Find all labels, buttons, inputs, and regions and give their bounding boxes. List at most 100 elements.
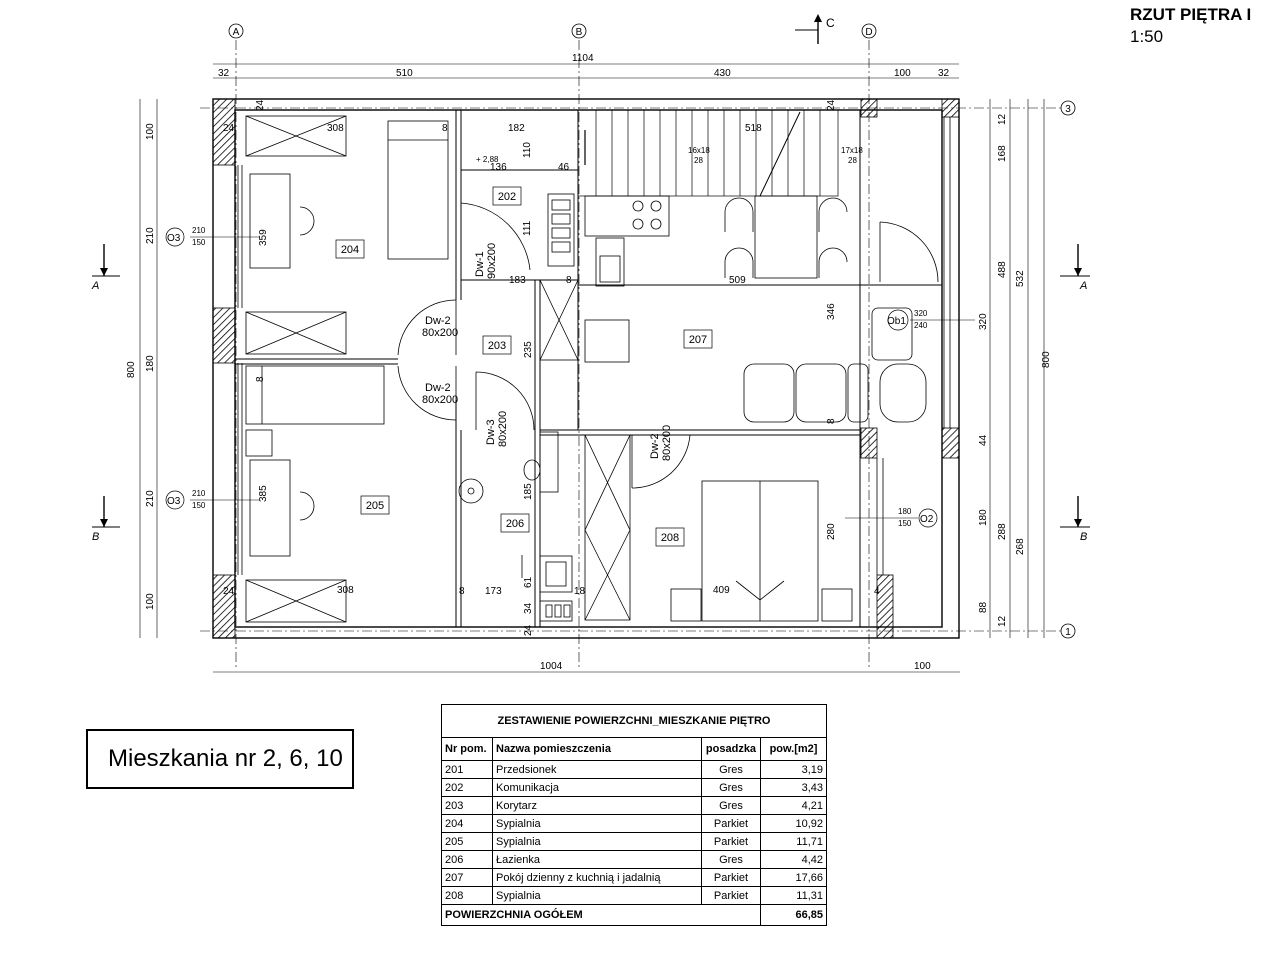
svg-text:32: 32: [938, 68, 950, 79]
cell-room-name: Sypialnia: [492, 814, 702, 833]
cell-area: 10,92: [760, 814, 827, 833]
svg-text:800: 800: [126, 361, 137, 378]
svg-text:46: 46: [558, 162, 570, 173]
svg-text:210: 210: [192, 489, 206, 498]
svg-text:O3: O3: [167, 496, 181, 507]
svg-text:B: B: [92, 531, 99, 543]
svg-text:34: 34: [523, 602, 534, 614]
cell-room-no: 205: [441, 832, 493, 851]
cell-room-no: 206: [441, 850, 493, 869]
cell-room-name: Pokój dzienny z kuchnią i jadalnią: [492, 868, 702, 887]
svg-text:80x200: 80x200: [422, 327, 458, 339]
cell-area: 11,31: [760, 886, 827, 905]
cell-room-no: 203: [441, 796, 493, 815]
svg-text:17x18: 17x18: [841, 146, 863, 155]
table-title-row: ZESTAWIENIE POWIERZCHNI_MIESZKANIE PIĘTR…: [441, 704, 827, 738]
svg-text:268: 268: [1015, 538, 1026, 555]
svg-text:24: 24: [223, 586, 235, 597]
cell-flooring: Parkiet: [701, 868, 761, 887]
svg-text:136: 136: [490, 162, 507, 173]
svg-text:280: 280: [826, 523, 837, 540]
cell-room-name: Łazienka: [492, 850, 702, 869]
door-labels: Dw-1 90x200 Dw-2 80x200 Dw-2 80x200 Dw-3…: [422, 243, 673, 461]
dimension-labels: 1104 32 510 430 100 32 1004 100 800 100 …: [126, 53, 1052, 672]
cell-room-name: Sypialnia: [492, 886, 702, 905]
room-tags: 202 204 203 207 205 206 208: [335, 186, 713, 547]
svg-text:180: 180: [898, 507, 912, 516]
drawing-title-main: RZUT PIĘTRA I: [1130, 5, 1252, 24]
staircase: [577, 109, 839, 197]
cell-flooring: Parkiet: [701, 814, 761, 833]
cell-flooring: Gres: [701, 760, 761, 779]
cell-room-name: Korytarz: [492, 796, 702, 815]
svg-text:385: 385: [258, 485, 269, 502]
svg-text:308: 308: [337, 585, 354, 596]
svg-text:150: 150: [192, 501, 206, 510]
svg-text:110: 110: [522, 142, 533, 158]
apartment-units-text: Mieszkania nr 2, 6, 10: [108, 745, 343, 772]
header-room-name: Nazwa pomieszczenia: [492, 737, 702, 761]
svg-text:185: 185: [523, 483, 534, 500]
svg-text:Dw-2: Dw-2: [425, 315, 451, 327]
cell-area: 4,21: [760, 796, 827, 815]
svg-text:150: 150: [898, 519, 912, 528]
svg-text:88: 88: [978, 601, 989, 613]
svg-text:24: 24: [255, 99, 266, 111]
svg-text:510: 510: [396, 68, 413, 79]
interior-walls: [235, 110, 942, 627]
svg-text:8: 8: [442, 123, 448, 134]
outer-walls: [212, 98, 960, 639]
svg-text:24: 24: [826, 99, 837, 111]
svg-text:150: 150: [192, 238, 206, 247]
svg-text:Dw-1: Dw-1: [474, 251, 486, 277]
door-swings: [397, 202, 939, 489]
window-labels: O3 210 150 O3 210 150 Ob1 320 240 O2 180…: [165, 226, 975, 528]
svg-text:409: 409: [713, 585, 730, 596]
section-c-marker: C: [795, 14, 835, 44]
svg-text:320: 320: [914, 309, 928, 318]
header-flooring: posadzka: [701, 737, 761, 761]
room-tag-204: 204: [341, 244, 359, 256]
svg-text:80x200: 80x200: [422, 394, 458, 406]
svg-text:24: 24: [223, 123, 235, 134]
svg-text:235: 235: [523, 341, 534, 358]
axis-label-b: B: [576, 27, 583, 38]
axis-label-a: A: [233, 27, 240, 38]
svg-text:A: A: [1079, 280, 1087, 292]
svg-text:80x200: 80x200: [661, 425, 673, 461]
svg-text:A: A: [91, 280, 99, 292]
svg-text:8: 8: [826, 418, 837, 424]
axis-label-d: D: [865, 27, 872, 38]
cell-room-name: Komunikacja: [492, 778, 702, 797]
svg-text:Ob1: Ob1: [887, 316, 906, 327]
svg-text:518: 518: [745, 123, 762, 134]
furniture: [245, 115, 927, 623]
svg-text:28: 28: [694, 156, 703, 165]
svg-text:100: 100: [894, 68, 911, 79]
table-title: ZESTAWIENIE POWIERZCHNI_MIESZKANIE PIĘTR…: [441, 704, 827, 738]
header-area: pow.[m2]: [760, 737, 827, 761]
svg-text:61: 61: [523, 576, 534, 588]
windows: [237, 117, 951, 575]
room-tag-202: 202: [498, 191, 516, 203]
axis-label-1: 1: [1065, 627, 1071, 638]
svg-text:28: 28: [848, 156, 857, 165]
total-value: 66,85: [760, 904, 827, 926]
svg-text:183: 183: [509, 275, 526, 286]
cell-flooring: Gres: [701, 778, 761, 797]
room-tag-207: 207: [689, 334, 707, 346]
svg-text:180: 180: [978, 509, 989, 526]
total-label: POWIERZCHNIA OGÓŁEM: [441, 904, 761, 926]
svg-text:O2: O2: [920, 514, 934, 525]
svg-text:532: 532: [1015, 270, 1026, 287]
svg-text:488: 488: [997, 261, 1008, 278]
cell-flooring: Parkiet: [701, 886, 761, 905]
axis-label-3: 3: [1065, 104, 1071, 115]
svg-text:100: 100: [145, 593, 156, 610]
table-header-row: Nr pom. Nazwa pomieszczenia posadzka pow…: [441, 737, 827, 761]
cell-area: 3,43: [760, 778, 827, 797]
